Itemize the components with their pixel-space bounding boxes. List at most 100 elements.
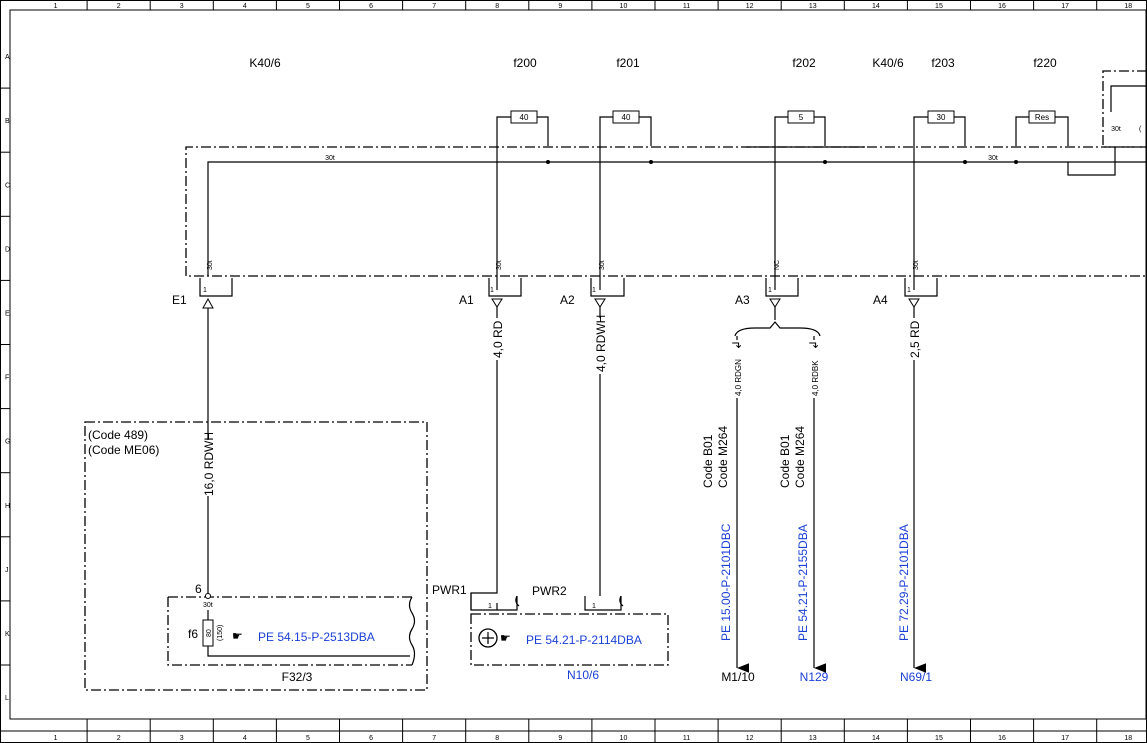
row-label: H [5,503,10,510]
column-label: 8 [495,3,499,10]
terminal-name: A3 [735,293,750,307]
box-signal-label: 30t [1111,126,1121,133]
fuse-label-f200: f200 [513,56,537,70]
f6-rating-alt: (150) [217,625,224,641]
wire-label-a3a: 4,0 RDGN [734,359,743,396]
pwr1-pin: 1 [488,603,492,610]
column-label: 1 [54,3,58,10]
ref-link-n691[interactable]: PE 72.29-P-2101DBA [897,524,911,641]
ref-link-f6[interactable]: PE 54.15-P-2513DBA [258,630,375,644]
column-label: 11 [683,735,690,742]
row-label: K [5,631,10,638]
column-label: 5 [306,735,310,742]
column-label: 15 [935,3,943,10]
bus-label-left: 30t [325,155,335,162]
pwr2-pin: 1 [592,603,596,610]
column-label: 7 [432,735,436,742]
column-label: 13 [809,3,817,10]
terminal-signal: 30t [599,260,606,270]
row-label: G [5,439,10,446]
fuse-f201: 40 [599,110,652,146]
column-label: 13 [809,735,817,742]
column-label: 18 [1124,735,1132,742]
row-label: D [5,246,10,253]
code-box-label: (Code ME06) [88,443,159,457]
terminal-pin: 1 [203,287,207,294]
pointing-hand-icon[interactable]: ☛ [232,629,243,643]
terminal-signal: NC [774,260,781,270]
terminal-a4: 30t 1 A4 [873,260,938,673]
row-label: J [5,567,9,574]
code-box: (Code 489) (Code ME06) [84,421,428,691]
component-n129[interactable]: N129 [800,670,829,684]
pwr2-label: PWR2 [532,584,567,598]
wire-label-a1: 4,0 RD [491,320,505,358]
terminal-name: A2 [560,293,575,307]
fuse-label-f220: f220 [1033,56,1057,70]
wire-labels: 16,0 RDWH 4,0 RD 4,0 RDWH 4,0 RDGN ↲ 4,0… [202,315,922,496]
row-label: L [5,695,9,702]
column-label: 10 [620,735,628,742]
ref-link-n129[interactable]: PE 54.21-P-2155DBA [796,524,810,641]
column-label: 12 [746,3,754,10]
column-label: 3 [180,3,184,10]
column-label: 17 [1061,3,1069,10]
row-label: E [5,310,10,317]
code-label: Code B01 [701,434,715,488]
column-label: 7 [432,3,436,10]
column-label: 15 [935,735,943,742]
terminal-pin: 1 [768,287,772,294]
fuse-rating-f202: 5 [799,113,804,122]
wire-color-marker: ↲ [730,340,744,350]
terminal-signal: 30t [496,260,503,270]
terminal-signal: 30t [207,260,214,270]
row-grid: A B C D E F G H J K L [0,54,10,702]
column-label: 5 [306,3,310,10]
fuse-rating-f200: 40 [520,113,529,122]
terminal-pin: 1 [490,287,494,294]
column-label: 9 [558,3,562,10]
column-label: 1 [54,735,58,742]
column-label: 14 [872,3,880,10]
column-grid: 1122334455667788991010111112121313141415… [54,0,1132,743]
terminal-a1: 30t 1 A1 [459,260,522,610]
column-label: 2 [117,3,121,10]
code-box-label: (Code 489) [88,428,148,442]
fuse-rating-f203: 30 [937,113,946,122]
wire-label-a3b: 4,0 RDBK [811,360,820,396]
ref-link-n10[interactable]: PE 54.21-P-2114DBA [526,633,642,647]
pointing-hand-icon[interactable]: ☛ [500,631,511,645]
fuse-label-f201: f201 [616,56,640,70]
code-label: Code M264 [793,426,807,488]
ref-link-m110[interactable]: PE 15.00-P-2101DBC [719,523,733,641]
row-label: B [5,118,10,125]
fuse-box-f32: 6 30t 80 (150) f6 ☛ PE 54.15-P-2513DBA F… [167,582,416,684]
column-label: 6 [369,3,373,10]
terminal-e1: 30t 1 E1 [172,260,233,596]
code-label: Code M264 [716,426,730,488]
terminal-name: A1 [459,293,474,307]
terminal-a2: 30t 1 A2 [560,260,625,596]
right-module-box: 30t ( [1102,70,1147,148]
wire-label-e1: 16,0 RDWH [202,432,216,496]
row-label: A [5,54,10,61]
code-label: Code B01 [778,434,792,488]
fuse-output-wires [496,146,915,290]
column-label: 6 [369,735,373,742]
f6-label: f6 [188,627,198,641]
row-label: C [5,182,10,189]
fuse-f203: 30 [913,110,966,146]
reference-links-vertical[interactable]: PE 15.00-P-2101DBC PE 54.21-P-2155DBA PE… [719,523,911,641]
component-f32: F32/3 [282,670,313,684]
component-n10[interactable]: N10/6 [567,668,599,682]
column-label: 16 [998,735,1006,742]
column-label: 11 [683,3,690,10]
component-n691[interactable]: N69/1 [900,670,932,684]
code-labels: Code B01 Code M264 Code B01 Code M264 [701,426,807,488]
fuse-f200: 40 [496,110,549,146]
terminal-name: E1 [172,293,187,307]
row-label: F [5,375,9,382]
column-label: 18 [1124,3,1132,10]
